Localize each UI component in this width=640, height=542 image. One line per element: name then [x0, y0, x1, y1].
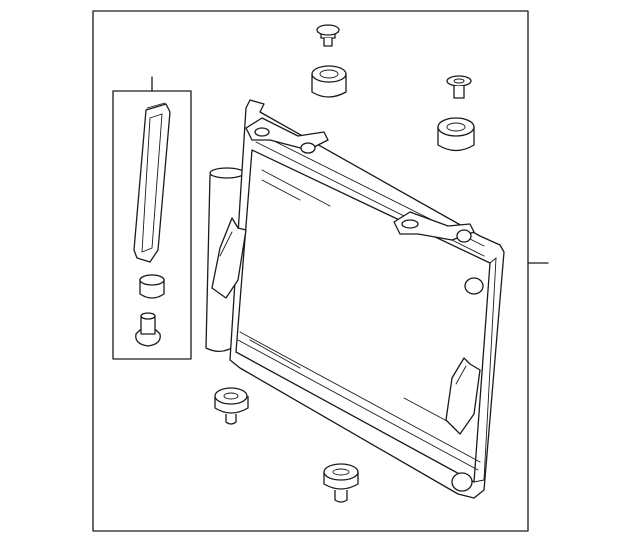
upper-cushion-right — [437, 117, 475, 152]
diagram-border — [92, 10, 529, 532]
seal-strip — [133, 102, 171, 263]
lower-cushion-right — [323, 463, 359, 503]
seal-bushing — [135, 312, 161, 347]
lower-cushion-left — [214, 387, 249, 425]
upper-cushion-left — [311, 65, 347, 98]
condenser-assembly — [205, 99, 505, 499]
seal-cushion-small — [139, 274, 165, 299]
upper-clip-left — [316, 24, 340, 47]
upper-clip-right — [446, 75, 472, 99]
seal-kit-box — [112, 76, 192, 360]
